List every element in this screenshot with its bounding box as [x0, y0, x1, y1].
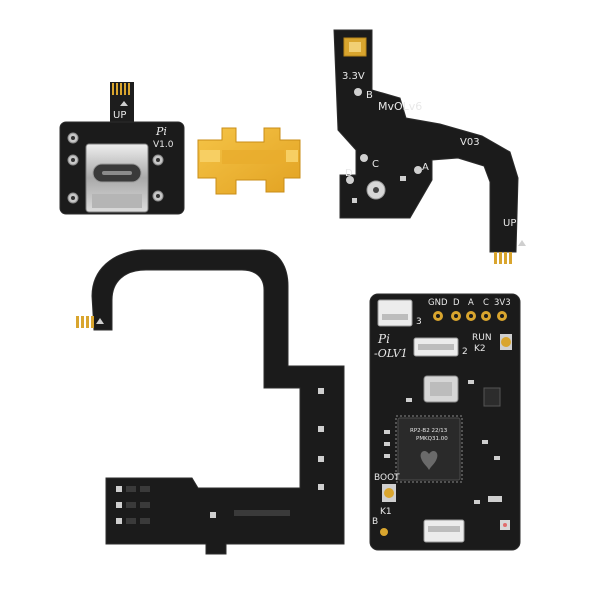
boot-button — [382, 484, 396, 502]
pin-d-label: D — [345, 168, 353, 179]
gold-pad-b — [380, 528, 388, 536]
usb-version-label: V1.0 — [153, 140, 174, 150]
flex-gold-contacts — [112, 83, 130, 95]
voltage-label: 3.3V — [342, 71, 365, 82]
large-flex-frame — [76, 249, 345, 555]
up-label: UP — [503, 218, 516, 229]
connector-2-label: 2 — [462, 347, 468, 357]
passive-components — [384, 380, 502, 504]
boot-label: BOOT — [374, 473, 400, 483]
mvolv6-flex-board: 3.3V B MvOLv6 V03 C D A UP — [333, 29, 526, 264]
pin-c-label: C — [483, 298, 489, 308]
flex-gold-contacts — [76, 316, 94, 328]
pin-a-label: A — [468, 298, 474, 308]
pin-header-labels: GND D A C 3V3 — [428, 298, 511, 308]
revision-label: V03 — [460, 137, 480, 148]
flex-gold-contacts — [494, 252, 512, 264]
main-model-label: -OLV1 — [374, 347, 408, 360]
gold-pin-pads — [433, 311, 507, 321]
pin-a-label: A — [422, 162, 429, 173]
pin-gnd-label: GND — [428, 298, 448, 308]
mounting-holes — [67, 132, 164, 204]
solder-pads — [116, 388, 324, 524]
kapton-flex-cable — [197, 127, 301, 195]
usb-up-label: UP — [113, 110, 126, 121]
pin-d-label: D — [453, 298, 460, 308]
run-label: RUN — [472, 333, 492, 343]
pin-b-label: B — [366, 90, 373, 101]
pin-3v3-label: 3V3 — [494, 298, 511, 308]
main-rp2040-board: 3 GND D A C 3V3 Pi -OLV1 2 RUN K2 — [369, 293, 521, 551]
main-brand-label: Pi — [377, 332, 390, 346]
chip-marking-2: PMKQ31.00 — [416, 436, 448, 442]
pin-c-label: C — [372, 159, 379, 170]
usb-c-port — [85, 143, 149, 213]
small-ic — [483, 387, 501, 407]
run-button — [500, 334, 512, 350]
rp2040-chip: RP2-B2 22/13 PMKQ31.00 — [395, 415, 463, 483]
k2-label: K2 — [474, 344, 486, 354]
k1-label: K1 — [380, 507, 392, 517]
usb-c-board: UP Pi V1.0 — [59, 82, 185, 215]
chip-marking-1: RP2-B2 22/13 — [410, 428, 448, 434]
model-label: MvOLv6 — [378, 100, 422, 113]
raspberry-logo-icon — [420, 451, 438, 470]
pin-b-label: B — [372, 517, 378, 527]
connector-3-label: 3 — [416, 317, 422, 327]
usb-brand-label: Pi — [155, 125, 167, 138]
